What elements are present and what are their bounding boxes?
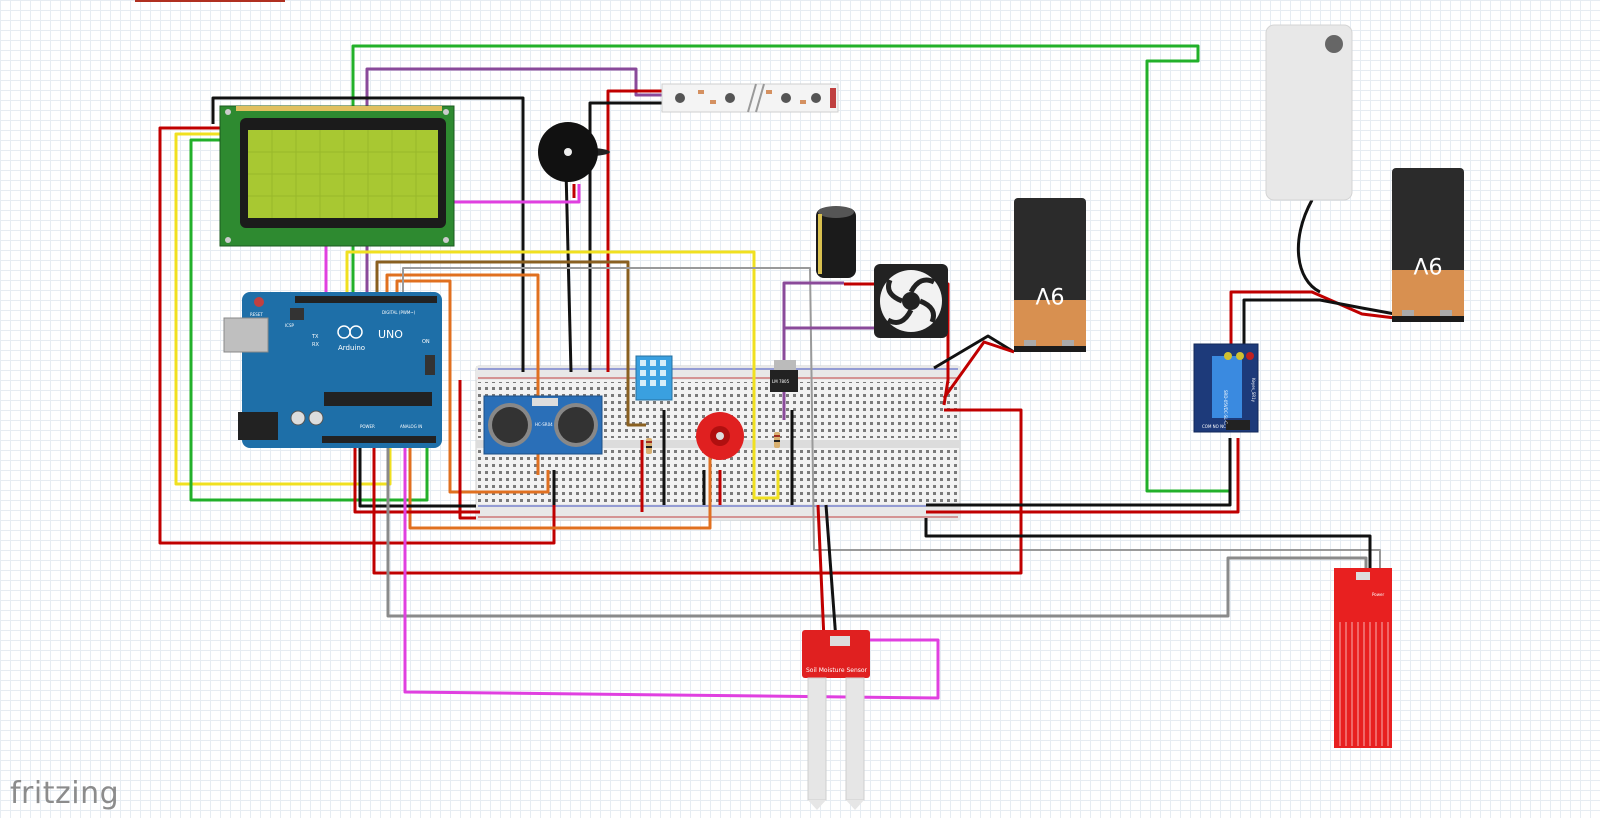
wire-gray-lower (386, 440, 1368, 618)
resistor-1[interactable] (646, 438, 652, 454)
wire-red-mid (458, 380, 476, 520)
water-sensor-label: Power (1372, 592, 1384, 597)
wire-black-battery (933, 334, 1015, 370)
wire-yellow-top (345, 250, 780, 500)
water-level-sensor[interactable]: Power (1334, 568, 1392, 748)
voltage-regulator[interactable]: LM 7805 (770, 360, 798, 392)
top-accent-bar (135, 0, 285, 2)
arduino-on-label: ON (422, 339, 430, 345)
wire-red-batt2 (1229, 290, 1396, 352)
ultrasonic-sensor[interactable]: HC-SR04 (483, 395, 603, 455)
wire-orange-bottom (408, 442, 712, 530)
wire-orange-2 (395, 279, 550, 494)
gas-sensor[interactable] (696, 412, 744, 460)
wire-black-lcd (211, 96, 525, 372)
rgb-led-strip[interactable] (661, 83, 839, 113)
arduino-model-label: UNO (378, 328, 403, 341)
electrolytic-capacitor[interactable] (816, 206, 856, 278)
soil-moisture-sensor[interactable]: Soil Moisture Sensor (802, 630, 870, 810)
soil-sensor-label: Soil Moisture Sensor (806, 667, 868, 674)
fritzing-watermark: fritzing (10, 776, 120, 811)
piezo-buzzer[interactable] (538, 122, 610, 182)
wire-red-relay (926, 438, 1240, 514)
wire-brown (375, 260, 646, 427)
wires[interactable] (158, 44, 1396, 700)
battery-right-label: 9V (1413, 252, 1442, 277)
relay-brand: Keyes_SR1y (1251, 378, 1256, 403)
wire-black-mid (358, 440, 476, 508)
wire-gray-top (402, 267, 1381, 569)
wire-red-mid2 (353, 440, 480, 514)
wire-black-relay (926, 438, 1232, 507)
battery-left-label: 9V (1035, 282, 1064, 307)
arduino-brand-label: Arduino (338, 344, 365, 352)
wire-red-soil (816, 504, 826, 641)
wire-green-top (351, 44, 1232, 493)
resistor-2[interactable] (774, 432, 780, 448)
arduino-uno-board[interactable]: UNO Arduino RESET ICSP DIGITAL (PWM~) AN… (223, 292, 442, 448)
water-pump[interactable] (1265, 24, 1353, 201)
wire-black-pump (1296, 199, 1321, 294)
wire-black-water (924, 518, 1372, 569)
relay-pins-label: COM NO NC (1202, 424, 1226, 429)
arduino-tx-label: TX (311, 334, 319, 340)
wire-red-lower (372, 408, 1023, 575)
wire-black-buzzer (564, 169, 573, 373)
arduino-digital-label: DIGITAL (PWM~) (382, 310, 416, 315)
wire-red-left (158, 126, 556, 545)
wire-yellow-left (174, 132, 392, 486)
lcd-display[interactable] (219, 105, 455, 247)
cooling-fan[interactable] (874, 264, 948, 338)
relay-label: SRD-05VDC-SL-C (1223, 390, 1228, 424)
arduino-reset-label: RESET (250, 312, 263, 317)
wire-orange-1 (385, 273, 540, 475)
wire-green-left (189, 138, 429, 502)
wire-black-soil (824, 504, 838, 641)
arduino-rx-label: RX (312, 342, 319, 348)
regulator-label: LM 7805 (772, 379, 790, 384)
arduino-power-label: POWER (360, 424, 375, 429)
dht-sensor[interactable] (635, 355, 673, 401)
battery-9v-right[interactable]: 9V (1392, 168, 1464, 322)
arduino-icsp-label: ICSP (285, 323, 295, 328)
battery-9v-left[interactable]: 9V (1014, 198, 1086, 352)
wire-red-led (606, 89, 668, 372)
wire-black-led (588, 101, 668, 372)
wire-magenta-bottom (403, 440, 940, 700)
wire-red-battery (942, 340, 1015, 399)
ultrasonic-label: HC-SR04 (535, 422, 553, 427)
arduino-analog-label: ANALOG IN (400, 424, 422, 429)
relay-module[interactable]: SRD-05VDC-SL-C Keyes_SR1y COM NO NC (1193, 343, 1259, 433)
wire-black-batt2 (1242, 298, 1396, 352)
